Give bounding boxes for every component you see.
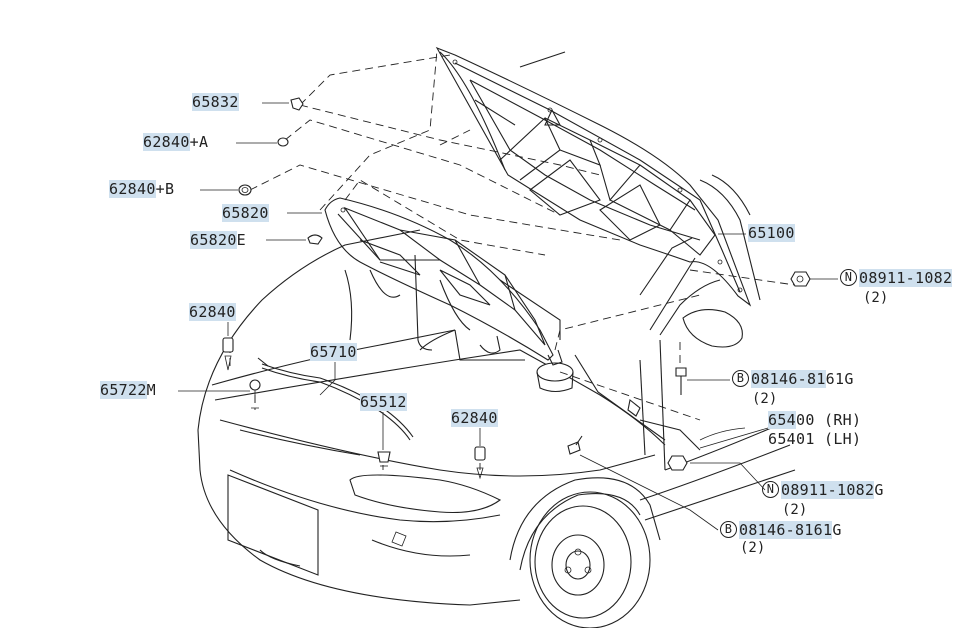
hardware-parts: [222, 97, 811, 480]
qty-08146-mid: (2): [752, 391, 778, 407]
label-62840-mid: 62840: [451, 409, 498, 427]
label-65832: 65832: [192, 93, 239, 111]
label-62840-left: 62840: [189, 303, 236, 321]
label-65401-lh: 65401 (LH): [768, 430, 862, 448]
label-65100: 65100: [748, 224, 795, 242]
label-65820e: 65820E: [190, 231, 246, 249]
qty-08911-low: (2): [782, 502, 808, 518]
hood-panel: [435, 46, 752, 307]
label-62840-a: 62840+A: [143, 133, 209, 151]
b-circle-icon: B: [720, 521, 737, 538]
hood-insulator: [324, 197, 554, 361]
leader-lines-dashed: [229, 49, 796, 470]
label-65722m: 65722M: [100, 381, 156, 399]
n-circle-icon: N: [840, 269, 857, 286]
qty-08911-top: (2): [863, 290, 889, 306]
n-circle-icon: N: [762, 481, 779, 498]
leader-lines-solid: [178, 102, 838, 531]
label-65512: 65512: [360, 393, 407, 411]
label-65710: 65710: [310, 343, 357, 361]
label-65820: 65820: [222, 204, 269, 222]
b-circle-icon: B: [732, 370, 749, 387]
qty-08146-low: (2): [740, 540, 766, 556]
label-62840-b: 62840+B: [109, 180, 175, 198]
label-65400-rh: 65400 (RH): [768, 411, 862, 429]
vehicle-body: [197, 174, 796, 628]
